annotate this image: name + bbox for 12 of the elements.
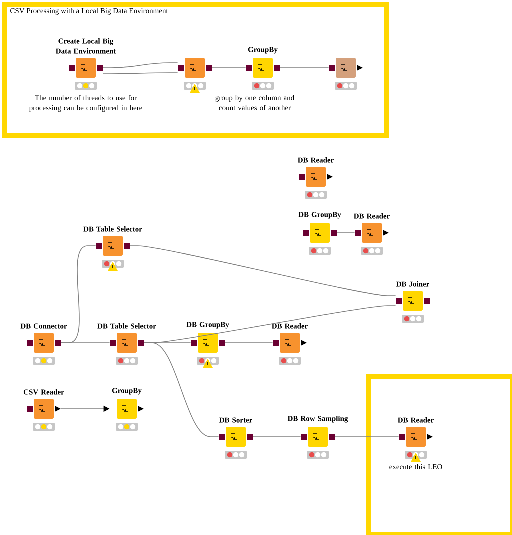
connection-line (144, 342, 220, 438)
annotation-frame (366, 374, 512, 535)
connection-line (252, 436, 302, 438)
connection-line (60, 342, 110, 344)
connection-line (102, 72, 178, 74)
connection-line (130, 246, 396, 296)
connection-line (334, 436, 400, 438)
workflow-node (185, 58, 205, 78)
connection-line (336, 232, 356, 234)
workflow-node (336, 58, 356, 78)
connection-line (224, 342, 274, 344)
connection-line (102, 62, 178, 68)
